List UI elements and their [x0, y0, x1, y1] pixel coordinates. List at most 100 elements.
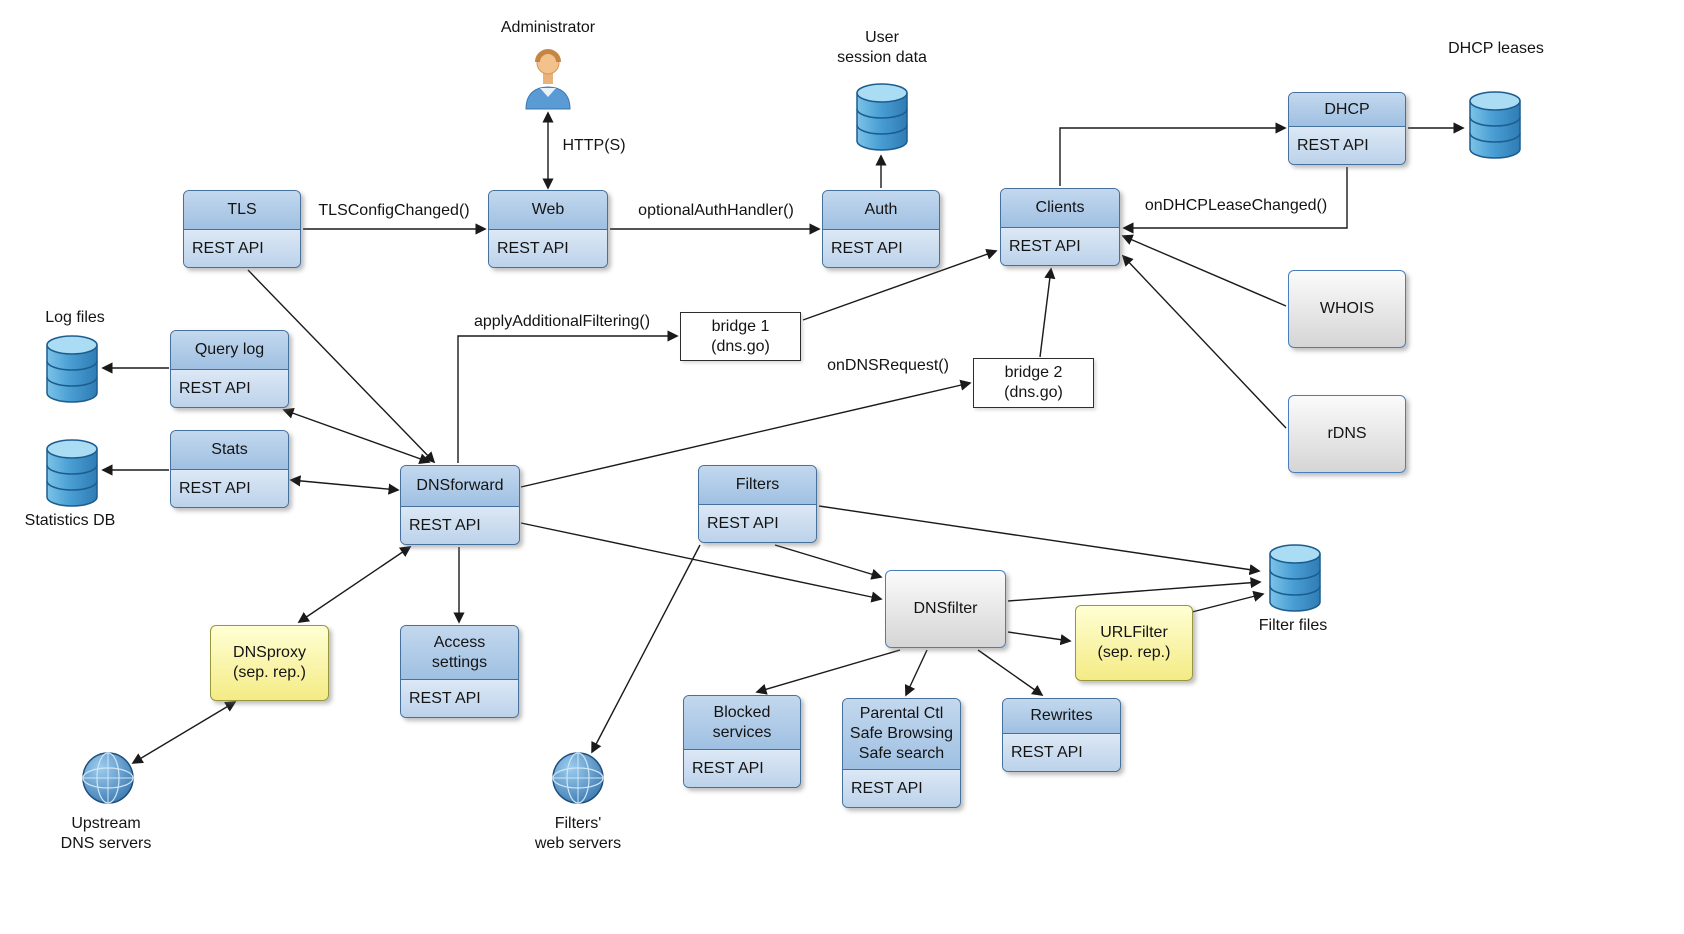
filters-web-servers-label: Filters' web servers [534, 815, 622, 852]
edge-querylog-dnsforward [282, 407, 431, 465]
node-rdns-title: rDNS [1327, 425, 1367, 442]
node-whois: WHOIS [1288, 270, 1406, 348]
node-auth: Auth REST API [822, 190, 940, 268]
node-access-settings-rest-api: REST API [401, 679, 518, 717]
node-dnsforward: DNSforward REST API [400, 465, 520, 545]
edge-label-tls-config-changed: TLSConfigChanged() [315, 202, 473, 220]
upstream-dns-globe-icon [81, 751, 135, 810]
node-dhcp-title: DHCP [1289, 93, 1405, 126]
edge-stats-dnsforward [289, 475, 400, 495]
edge-dnsfilter-urlfilter [1007, 631, 1072, 646]
node-tls: TLS REST API [183, 190, 301, 268]
edge-label-optional-auth-handler: optionalAuthHandler() [635, 202, 797, 220]
node-stats: Stats REST API [170, 430, 289, 508]
node-parental-line3: Safe search [858, 745, 945, 762]
node-blocked-services-rest-api: REST API [684, 749, 800, 787]
edge-whois-clients [1121, 234, 1287, 307]
node-bridge2-line2: (dns.go) [1004, 384, 1063, 401]
node-dnsproxy: DNSproxy (sep. rep.) [210, 625, 329, 701]
node-dnsfilter: DNSfilter [885, 570, 1006, 648]
node-query-log: Query log REST API [170, 330, 289, 408]
node-bridge2-line1: bridge 2 [1004, 364, 1063, 381]
user-session-database-icon [855, 82, 909, 157]
edge-dnsfilter-rewrites [977, 649, 1044, 696]
edge-bridge1-clients [802, 248, 998, 321]
node-web-rest-api: REST API [489, 229, 607, 267]
edge-urlfilter-filterfiles [1191, 590, 1265, 613]
node-dnsforward-title: DNSforward [401, 466, 519, 506]
edge-dnsfilter-parental [904, 649, 928, 697]
node-filters: Filters REST API [698, 465, 817, 543]
administrator-person-icon [523, 48, 573, 115]
node-clients-rest-api: REST API [1001, 227, 1119, 265]
edge-filters-webservers [591, 544, 701, 754]
node-urlfilter-line2: (sep. rep.) [1097, 644, 1171, 661]
node-bridge2: bridge 2 (dns.go) [973, 358, 1094, 408]
edge-filters-dnsfilter [774, 544, 883, 580]
node-dnsfilter-title: DNSfilter [913, 600, 978, 617]
edge-dnsforward-bridge1 [457, 330, 679, 463]
upstream-dns-label: Upstream DNS servers [60, 815, 152, 852]
node-filters-rest-api: REST API [699, 504, 816, 542]
node-query-log-title: Query log [171, 331, 288, 369]
node-dnsproxy-line2: (sep. rep.) [233, 664, 306, 681]
node-bridge1: bridge 1 (dns.go) [680, 312, 801, 361]
filters-web-servers-globe-icon [551, 751, 605, 810]
log-files-database-icon [45, 334, 99, 409]
node-rewrites-title: Rewrites [1003, 699, 1120, 733]
edge-rdns-clients [1121, 254, 1287, 429]
node-rdns: rDNS [1288, 395, 1406, 473]
edge-filters-filterfiles [818, 505, 1261, 576]
node-whois-title: WHOIS [1319, 300, 1375, 317]
edge-dnsforward-dnsproxy [297, 546, 412, 623]
edge-dnsfilter-filterfiles [1007, 577, 1262, 602]
node-query-log-rest-api: REST API [171, 369, 288, 407]
dhcp-leases-database-icon [1468, 90, 1522, 165]
dhcp-leases-label: DHCP leases [1448, 40, 1544, 57]
edge-label-on-dhcp-lease-changed: onDHCPLeaseChanged() [1141, 197, 1331, 215]
edge-dnsforward-dnsfilter [520, 522, 883, 603]
node-blocked-services-title: Blocked services [712, 703, 772, 741]
node-filters-title: Filters [699, 466, 816, 504]
node-tls-rest-api: REST API [184, 229, 300, 267]
node-stats-rest-api: REST API [171, 469, 288, 507]
node-clients: Clients REST API [1000, 188, 1120, 266]
node-dhcp-rest-api: REST API [1289, 126, 1405, 164]
edge-dhcp-clients [1122, 167, 1348, 234]
edge-label-apply-additional-filtering: applyAdditionalFiltering() [470, 313, 654, 331]
edge-label-http: HTTP(S) [559, 137, 629, 155]
node-parental: Parental Ctl Safe Browsing Safe search R… [842, 698, 961, 808]
node-urlfilter: URLFilter (sep. rep.) [1075, 605, 1193, 681]
edge-dnsforward-bridge2 [520, 379, 972, 488]
node-auth-title: Auth [823, 191, 939, 229]
filter-files-database-icon [1268, 543, 1322, 618]
filter-files-label: Filter files [1258, 617, 1328, 634]
node-tls-title: TLS [184, 191, 300, 229]
edge-clients-dhcp [1059, 122, 1287, 186]
statistics-db-label: Statistics DB [24, 512, 116, 529]
node-auth-rest-api: REST API [823, 229, 939, 267]
node-dhcp: DHCP REST API [1288, 92, 1406, 165]
node-access-settings-title: Access settings [431, 633, 488, 671]
edge-bridge2-clients [1039, 267, 1056, 358]
node-web-title: Web [489, 191, 607, 229]
node-web: Web REST API [488, 190, 608, 268]
edge-dnsproxy-upstream [131, 701, 237, 764]
node-blocked-services: Blocked services REST API [683, 695, 801, 788]
node-clients-title: Clients [1001, 189, 1119, 227]
node-stats-title: Stats [171, 431, 288, 469]
node-parental-rest-api: REST API [843, 769, 960, 807]
node-bridge1-line2: (dns.go) [711, 337, 770, 355]
edge-dnsfilter-blockedservices [755, 649, 901, 695]
node-parental-line1: Parental Ctl [859, 705, 944, 722]
log-files-label: Log files [45, 309, 105, 326]
administrator-label: Administrator [500, 19, 596, 36]
node-dnsproxy-line1: DNSproxy [233, 644, 306, 661]
node-parental-line2: Safe Browsing [849, 725, 954, 742]
node-rewrites-rest-api: REST API [1003, 733, 1120, 771]
node-access-settings: Access settings REST API [400, 625, 519, 718]
node-rewrites: Rewrites REST API [1002, 698, 1121, 772]
edge-label-on-dns-request: onDNSRequest() [824, 357, 952, 375]
